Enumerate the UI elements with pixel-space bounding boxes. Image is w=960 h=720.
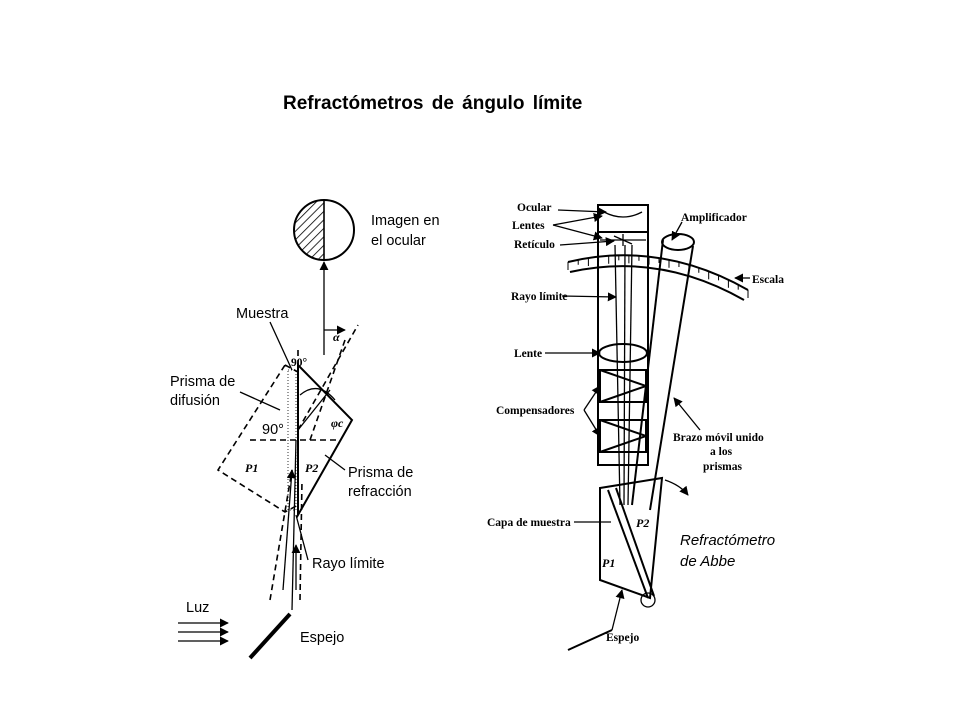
label-rayo-limite-right: Rayo límite xyxy=(511,291,568,303)
label-espejo-left: Espejo xyxy=(300,630,344,646)
label-prisma-refraccion-2: refracción xyxy=(348,484,412,500)
label-p2-right: P2 xyxy=(636,516,649,530)
label-brazo-3: prismas xyxy=(703,461,743,473)
right-diagram: Ocular Lentes Retículo Amplificador Esca… xyxy=(487,202,784,651)
label-lente: Lente xyxy=(514,348,542,360)
label-abbe-1: Refractómetro xyxy=(680,532,775,549)
label-espejo-right: Espejo xyxy=(606,632,639,644)
label-abbe-2: de Abbe xyxy=(680,553,735,570)
label-luz: Luz xyxy=(186,600,209,616)
label-angle-90-small: 90° xyxy=(291,357,308,369)
label-prisma-refraccion-1: Prisma de xyxy=(348,465,413,481)
label-rayo-limite-left: Rayo límite xyxy=(312,556,385,572)
eyepiece-image-circle xyxy=(293,199,355,261)
label-imagen-1: Imagen en xyxy=(371,213,440,229)
label-imagen-2: el ocular xyxy=(371,233,426,249)
label-prisma-difusion-2: difusión xyxy=(170,393,220,409)
movable-arm xyxy=(631,233,695,511)
mirror-left xyxy=(248,612,292,660)
label-brazo-1: Brazo móvil unido xyxy=(673,432,764,444)
label-phi-c: φc xyxy=(331,416,344,430)
label-muestra: Muestra xyxy=(236,306,289,322)
label-p1-right: P1 xyxy=(602,556,615,570)
label-escala: Escala xyxy=(752,274,784,286)
label-lentes: Lentes xyxy=(512,220,545,232)
light-arrows xyxy=(178,618,229,646)
label-angle-90-big: 90° xyxy=(262,422,284,438)
label-prisma-difusion-1: Prisma de xyxy=(170,374,235,390)
label-alpha: α xyxy=(333,330,340,344)
label-brazo-2: a los xyxy=(710,446,733,458)
left-diagram: Imagen en el ocular Muestra 90° α Prisma… xyxy=(170,199,440,660)
slide-title: Refractómetros de ángulo límite xyxy=(283,93,583,114)
label-compensadores: Compensadores xyxy=(496,405,575,417)
label-amplificador: Amplificador xyxy=(681,212,747,224)
label-p2-left: P2 xyxy=(305,461,318,475)
label-capa-muestra: Capa de muestra xyxy=(487,517,571,529)
label-reticulo: Retículo xyxy=(514,239,555,251)
label-p1-left: P1 xyxy=(245,461,258,475)
label-ocular: Ocular xyxy=(517,202,552,214)
mirror-right xyxy=(567,629,613,651)
